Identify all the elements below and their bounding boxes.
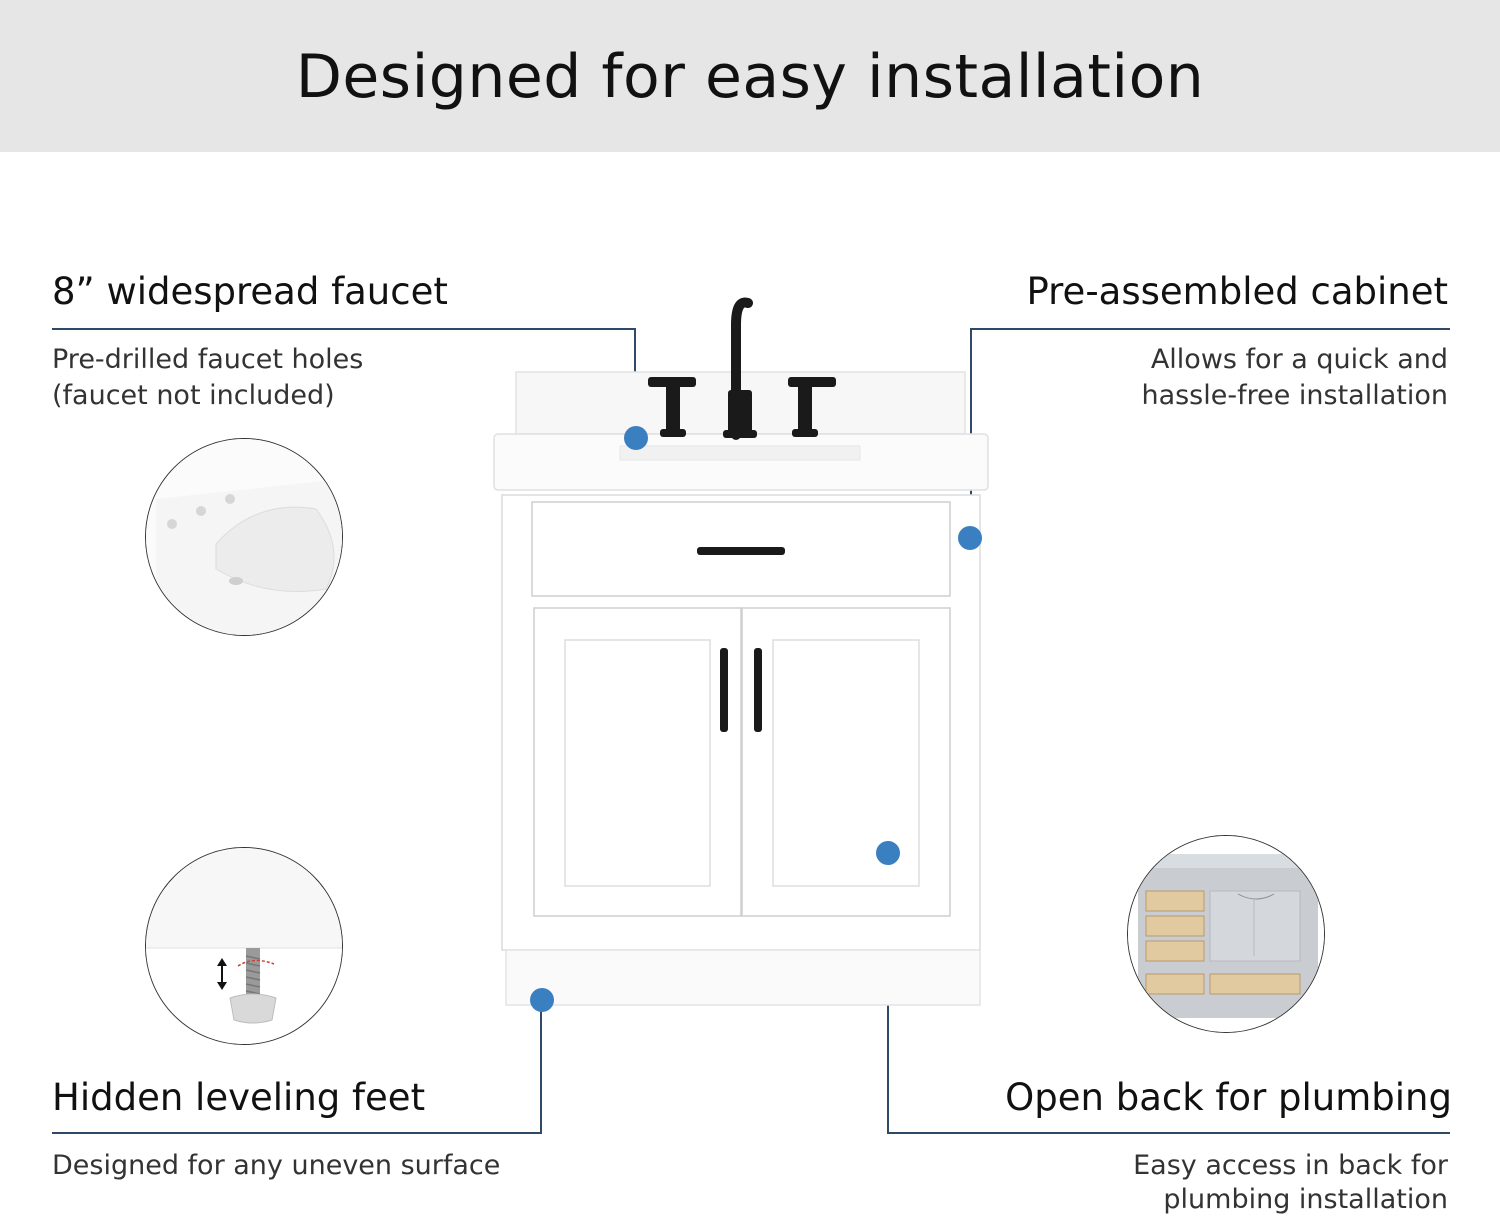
leader-line-cabinet-vertical: [970, 328, 972, 538]
feature-desc-cabinet-1: Allows for a quick and: [1150, 344, 1448, 375]
toe-kick: [505, 949, 981, 1006]
right-door: [741, 607, 951, 917]
feature-desc-feet-1: Designed for any uneven surface: [52, 1150, 501, 1181]
feature-title-plumbing: Open back for plumbing: [1005, 1076, 1452, 1119]
feature-title-faucet: 8” widespread faucet: [52, 270, 448, 313]
header-banner: Designed for easy installation: [0, 0, 1500, 152]
leader-line-plumbing: [887, 1132, 1450, 1134]
detail-circle-sink: [145, 438, 343, 636]
detail-circle-feet: [145, 847, 343, 1045]
feature-desc-faucet-1: Pre-drilled faucet holes: [52, 344, 364, 375]
feature-desc-plumbing-2: plumbing installation: [1163, 1184, 1448, 1215]
sink-basin-icon: [146, 439, 342, 635]
vanity-illustration: [493, 297, 989, 1006]
left-door: [533, 607, 742, 917]
callout-dot-feet: [530, 988, 554, 1012]
feature-title-cabinet: Pre-assembled cabinet: [1026, 270, 1449, 313]
feature-desc-cabinet-2: hassle-free installation: [1141, 380, 1448, 411]
feature-desc-plumbing-1: Easy access in back for: [1133, 1150, 1448, 1181]
page-title: Designed for easy installation: [295, 42, 1205, 112]
leader-line-cabinet: [970, 328, 1450, 330]
faucet-icon: [648, 297, 836, 440]
feature-title-feet: Hidden leveling feet: [52, 1076, 426, 1119]
countertop: [493, 433, 989, 491]
left-door-handle: [720, 648, 728, 732]
leader-line-feet: [52, 1132, 542, 1134]
callout-dot-faucet: [624, 426, 648, 450]
feature-desc-faucet-2: (faucet not included): [52, 380, 335, 411]
leveling-foot-icon: [146, 848, 342, 1044]
callout-dot-cabinet: [958, 526, 982, 550]
right-door-handle: [754, 648, 762, 732]
leader-line-faucet: [52, 328, 636, 330]
open-back-cabinet-icon: [1128, 836, 1324, 1032]
callout-dot-plumbing: [876, 841, 900, 865]
leader-line-feet-vertical: [540, 998, 542, 1134]
detail-circle-plumbing: [1127, 835, 1325, 1033]
sink-cutout: [619, 445, 861, 461]
drawer-handle: [697, 547, 785, 555]
